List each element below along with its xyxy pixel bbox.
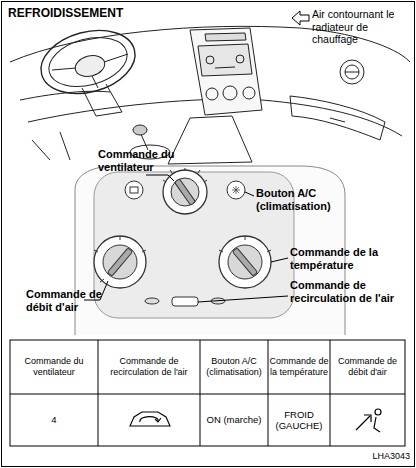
legend-arrow-symbol (292, 11, 309, 25)
dashboard-drawing (345, 65, 359, 79)
dashboard-drawing (340, 60, 364, 84)
table-header-cell: Commande de débit d'air (331, 341, 404, 393)
recirculation-switch (172, 297, 198, 306)
table-value-cell: ON (marche) (201, 395, 267, 445)
fan-control-knob (163, 168, 207, 214)
airflow-dial (103, 245, 137, 279)
face-vent-icon (356, 416, 370, 430)
dashboard-drawing (73, 52, 107, 79)
dashboard-drawing (243, 87, 255, 99)
table-header-cell: Commande de la température (269, 341, 329, 393)
temperature-dial (232, 248, 257, 276)
airflow-dial (94, 236, 146, 288)
face-vent-icon (356, 409, 381, 432)
dashboard-drawing (330, 118, 345, 122)
dashboard-drawing (198, 44, 252, 76)
temperature-dial (219, 236, 271, 288)
airflow-dial (94, 236, 146, 288)
legend-arrow-symbol (292, 11, 309, 25)
figure-code: LHA3043 (340, 451, 410, 462)
dashboard-drawing (82, 84, 122, 116)
dashboard-drawing (205, 33, 246, 41)
face-vent-icon (374, 417, 380, 432)
settings-table (98, 340, 330, 446)
fan-control-knob (175, 179, 196, 205)
leader-line (271, 258, 288, 262)
settings-table (10, 340, 405, 446)
leader-line (146, 175, 174, 181)
legend-text: Air contournant le radiateur de chauffag… (312, 8, 410, 46)
airflow-dial (107, 248, 132, 276)
push-button (130, 187, 138, 193)
dashboard-drawing (236, 55, 244, 63)
table-header-cell: Bouton A/C (climatisation) (201, 341, 267, 393)
recirculation-icon (155, 418, 161, 422)
dashboard-drawing (206, 88, 218, 100)
fan-control-knob (171, 178, 199, 206)
leader-line (198, 296, 288, 302)
recirculation-icon (130, 412, 170, 426)
figure-title: REFROIDISSEMENT (8, 6, 123, 20)
dashboard-drawing (206, 56, 214, 64)
dashboard-drawing (52, 54, 128, 88)
table-header-cell: Commande de recirculation de l'air (99, 341, 199, 393)
temperature-dial (219, 236, 271, 288)
dashboard-drawing (168, 116, 252, 164)
dashboard-drawing (43, 29, 132, 94)
temperature-dial (219, 236, 271, 252)
callout-label: Commande de la température (290, 246, 406, 272)
push-button (125, 181, 143, 199)
recirculation-icon (130, 412, 170, 426)
temperature-dial (228, 245, 262, 279)
table-header-cell: Commande du ventilateur (11, 341, 97, 393)
face-vent-icon (364, 415, 371, 422)
airflow-dial (94, 236, 146, 282)
dashboard-drawing (34, 21, 142, 104)
callout-label: Commande de débit d'air (26, 288, 106, 314)
fan-control-knob (163, 168, 207, 182)
callout-label: Bouton A/C (climatisation) (256, 187, 360, 213)
settings-table (10, 340, 405, 446)
settings-table (10, 394, 405, 395)
dashboard-drawing (133, 125, 147, 135)
leader-line (245, 192, 254, 196)
dashboard-drawing (32, 132, 70, 160)
callout-label: Commande du ventilateur (98, 148, 182, 174)
table-value-cell: 4 (11, 395, 97, 445)
recirculation-switch (145, 298, 159, 304)
ac-button (232, 186, 240, 194)
ac-button (227, 181, 245, 199)
table-value-cell: FROID (GAUCHE) (269, 395, 329, 445)
dashboard-drawing (190, 28, 262, 115)
dashboard-drawing (290, 96, 385, 140)
dashboard-drawing (223, 86, 237, 100)
dashboard-drawing (345, 72, 359, 73)
dashboard-drawing (215, 67, 235, 68)
ac-button (227, 181, 245, 199)
face-vent-icon (375, 409, 381, 415)
callout-label: Commande de recirculation de l'air (290, 279, 410, 305)
push-button (125, 181, 143, 199)
